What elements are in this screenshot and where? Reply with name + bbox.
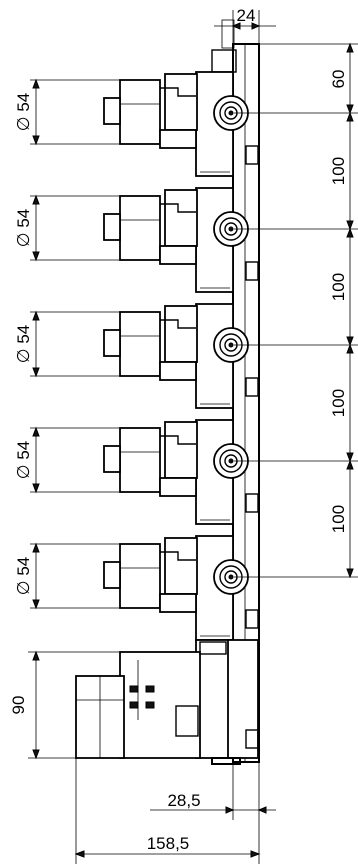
dim-top-width: 24	[214, 6, 276, 44]
dim-bottom-total: 158,5	[74, 758, 261, 864]
module-2	[103, 187, 259, 293]
dim-bottom-module-height-label: 90	[9, 696, 28, 715]
thermostat-module	[75, 639, 259, 765]
module-3	[103, 303, 259, 409]
dim-diameter-5: ∅ 54	[14, 542, 120, 610]
dim-right-spacing-1-label: 100	[329, 157, 348, 185]
dim-right-first-label: 60	[329, 70, 348, 89]
dim-diameter-4: ∅ 54	[14, 426, 120, 494]
dim-bottom-module-height: 90	[9, 650, 120, 760]
dim-diameter-5-label: ∅ 54	[14, 557, 33, 595]
dim-diameter-2: ∅ 54	[14, 194, 120, 262]
dim-bottom-total-label: 158,5	[147, 834, 190, 853]
dim-bottom-inner: 28,5	[150, 762, 276, 864]
spindle-3	[213, 327, 249, 363]
dim-right-spacing-3-label: 100	[329, 389, 348, 417]
module-1	[103, 71, 259, 177]
dim-top-width-label: 24	[237, 6, 256, 25]
dim-bottom-inner-label: 28,5	[167, 791, 200, 810]
module-5	[103, 535, 259, 641]
dim-diameter-3: ∅ 54	[14, 310, 120, 378]
dim-diameter-2-label: ∅ 54	[14, 209, 33, 247]
dim-diameter-1-label: ∅ 54	[14, 93, 33, 131]
module-4	[103, 419, 259, 525]
dim-diameter-1: ∅ 54	[14, 78, 120, 146]
dim-right-chain: 60 100 100 100 100	[234, 42, 358, 579]
dim-right-spacing-4-label: 100	[329, 505, 348, 533]
dim-right-spacing-2-label: 100	[329, 273, 348, 301]
dim-diameter-4-label: ∅ 54	[14, 441, 33, 479]
dim-diameter-3-label: ∅ 54	[14, 325, 33, 363]
spindle-1	[213, 95, 249, 131]
